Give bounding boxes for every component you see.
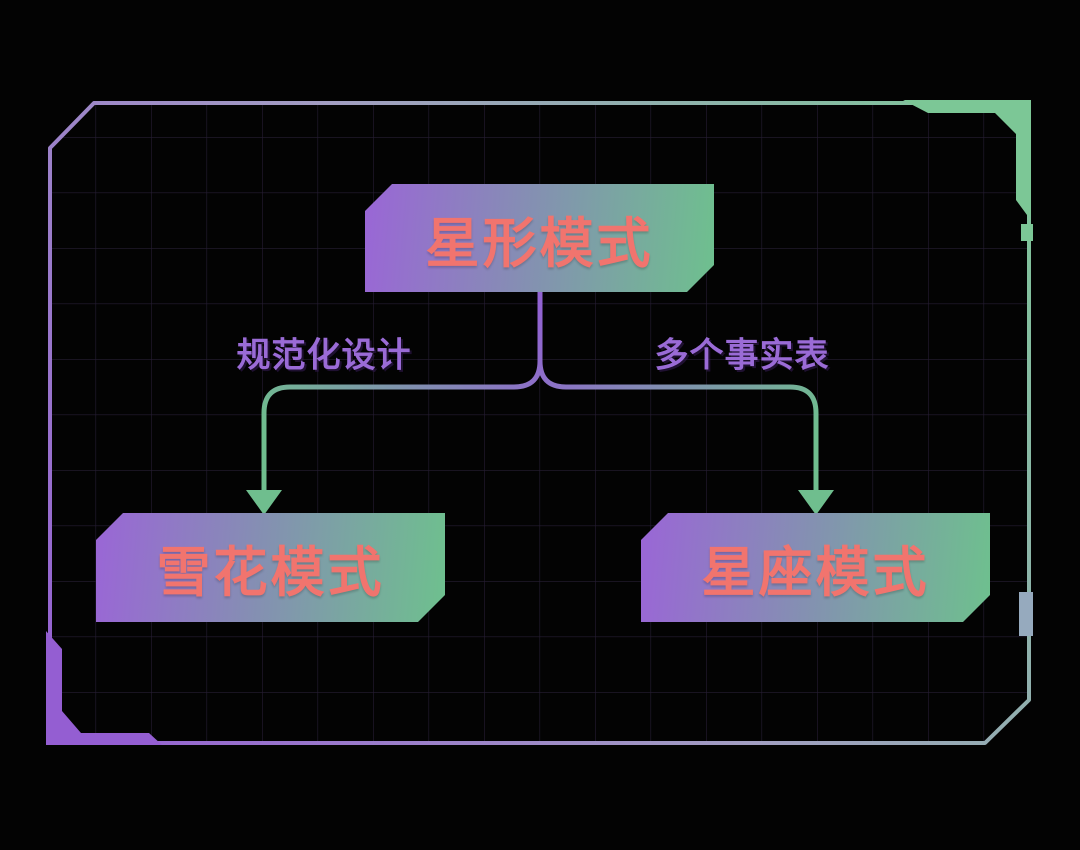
node-constellation-schema-label: 星座模式	[701, 543, 930, 603]
connector-star-to-constellation	[537, 292, 819, 492]
frame-tab-bottom-right	[1019, 592, 1033, 636]
node-star-schema: 星形模式	[365, 184, 714, 292]
node-snowflake-schema: 雪花模式	[96, 513, 445, 622]
arrowhead-snowflake	[246, 490, 282, 515]
node-snowflake-schema-label: 雪花模式	[156, 543, 385, 603]
frame-corner-bracket-bottom-left	[46, 631, 162, 745]
node-constellation-schema: 星座模式	[641, 513, 990, 622]
edge-label-multiple-fact-tables: 多个事实表	[654, 336, 830, 375]
frame-tab-top-right	[1021, 224, 1033, 241]
frame-corner-bracket-top-right	[903, 100, 1031, 215]
edge-label-normalized-design: 规范化设计	[236, 336, 412, 375]
node-star-schema-label: 星形模式	[425, 213, 654, 274]
connector-star-to-snowflake	[261, 292, 543, 492]
arrowhead-constellation	[798, 490, 834, 515]
